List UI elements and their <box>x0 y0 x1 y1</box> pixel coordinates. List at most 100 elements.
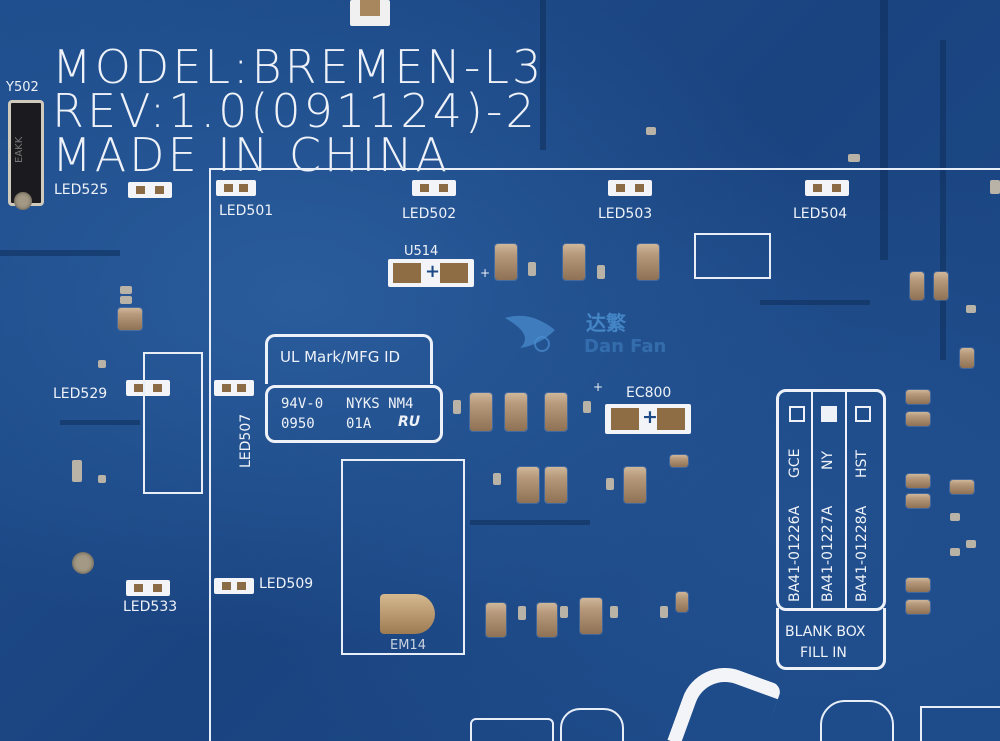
mounting-hole <box>72 552 94 574</box>
ul-mark-line2-right: 01A <box>346 416 372 432</box>
led507 <box>214 380 254 396</box>
watermark-en: Dan Fan <box>584 336 667 357</box>
crystal-marking: EAKK <box>14 136 25 163</box>
ul-mark-box <box>265 385 443 443</box>
led503 <box>608 180 652 196</box>
mounting-hole <box>14 192 32 210</box>
pad <box>560 606 568 618</box>
led502-label: LED502 <box>402 206 457 222</box>
capacitor <box>118 308 142 330</box>
trace <box>880 0 888 260</box>
pad <box>646 127 656 135</box>
crystal-label: Y502 <box>6 80 39 95</box>
watermark-bird-icon <box>505 315 555 352</box>
checkbox-hst <box>855 406 871 422</box>
pad <box>98 475 106 483</box>
pad <box>583 401 591 413</box>
outline-bottom <box>920 706 1000 741</box>
made-in-line: MADE IN CHINA <box>52 128 451 182</box>
model-line: MODEL:BREMEN-L3 <box>52 40 545 94</box>
pad <box>950 513 960 521</box>
pad <box>120 286 132 294</box>
ul-mark-line1-right: NYKS NM4 <box>346 396 414 412</box>
ul-mark-title: UL Mark/MFG ID <box>280 348 401 366</box>
part-col1-tag: GCE <box>787 448 803 478</box>
capacitor <box>580 598 602 634</box>
pad <box>72 460 82 482</box>
led529-label: LED529 <box>53 386 108 402</box>
capacitor <box>950 480 974 494</box>
trace <box>540 0 546 150</box>
pad <box>120 296 132 304</box>
checkbox-gce <box>789 406 805 422</box>
outline-bottom <box>470 718 554 741</box>
capacitor <box>906 578 930 592</box>
blank-box-frame <box>776 608 886 670</box>
led533 <box>126 580 170 596</box>
part-col2-code: BA41-01227A <box>820 505 836 602</box>
trace <box>760 300 870 305</box>
u514-component: + <box>388 259 474 287</box>
watermark-cn: 达繁 <box>586 311 626 335</box>
ec800-label: EC800 <box>626 385 672 401</box>
led525-label: LED525 <box>54 182 109 198</box>
rev-line: REV:1.0(091124)-2 <box>52 84 538 138</box>
led504-label: LED504 <box>793 206 848 222</box>
crystal-component: EAKK <box>8 100 44 206</box>
capacitor <box>906 494 930 508</box>
ul-mark-line2-left: 0950 <box>281 416 315 432</box>
u514-label: U514 <box>404 244 439 259</box>
pad <box>848 154 860 162</box>
blank-box-line2: FILL IN <box>800 645 847 661</box>
capacitor <box>906 390 930 404</box>
polarity-mark: + <box>593 380 604 394</box>
trace <box>940 40 946 360</box>
outline-bottom <box>560 708 624 741</box>
part-number-box <box>776 389 886 611</box>
led533-label: LED533 <box>123 599 178 615</box>
led507-label: LED507 <box>238 413 254 468</box>
pad <box>98 360 106 368</box>
capacitor <box>906 412 930 426</box>
capacitor <box>563 244 585 280</box>
trace <box>470 520 590 525</box>
pad <box>990 180 1000 194</box>
pad <box>966 540 976 548</box>
capacitor <box>545 393 567 431</box>
capacitor <box>906 474 930 488</box>
led502 <box>412 180 456 196</box>
capacitor <box>934 272 948 300</box>
capacitor <box>486 603 506 637</box>
capacitor <box>910 272 924 300</box>
em14-outline <box>341 459 465 655</box>
led501 <box>216 180 256 196</box>
led509-label: LED509 <box>259 576 314 592</box>
em14-label: EM14 <box>390 638 426 653</box>
ec800-component: + <box>605 404 691 434</box>
capacitor <box>637 244 659 280</box>
pad <box>606 478 614 490</box>
capacitor <box>545 467 567 503</box>
trace <box>60 420 140 425</box>
capacitor <box>537 603 557 637</box>
ul-mark-line1-left: 94V-0 <box>281 396 324 412</box>
ul-recognized-icon: RU <box>398 414 421 430</box>
checkbox-ny <box>821 406 837 422</box>
pad <box>966 305 976 313</box>
blank-box-line1: BLANK BOX <box>785 624 866 640</box>
part-col3-tag: HST <box>854 450 870 478</box>
trace <box>0 250 120 256</box>
component-outline <box>143 352 203 494</box>
led509 <box>214 578 254 594</box>
pad <box>493 473 501 485</box>
component-outline <box>694 233 771 279</box>
capacitor <box>670 455 688 467</box>
led501-label: LED501 <box>219 203 274 219</box>
led504 <box>805 180 849 196</box>
pad <box>528 262 536 276</box>
capacitor <box>960 348 974 368</box>
capacitor <box>676 592 688 612</box>
capacitor <box>906 600 930 614</box>
part-col1-code: BA41-01226A <box>787 505 803 602</box>
